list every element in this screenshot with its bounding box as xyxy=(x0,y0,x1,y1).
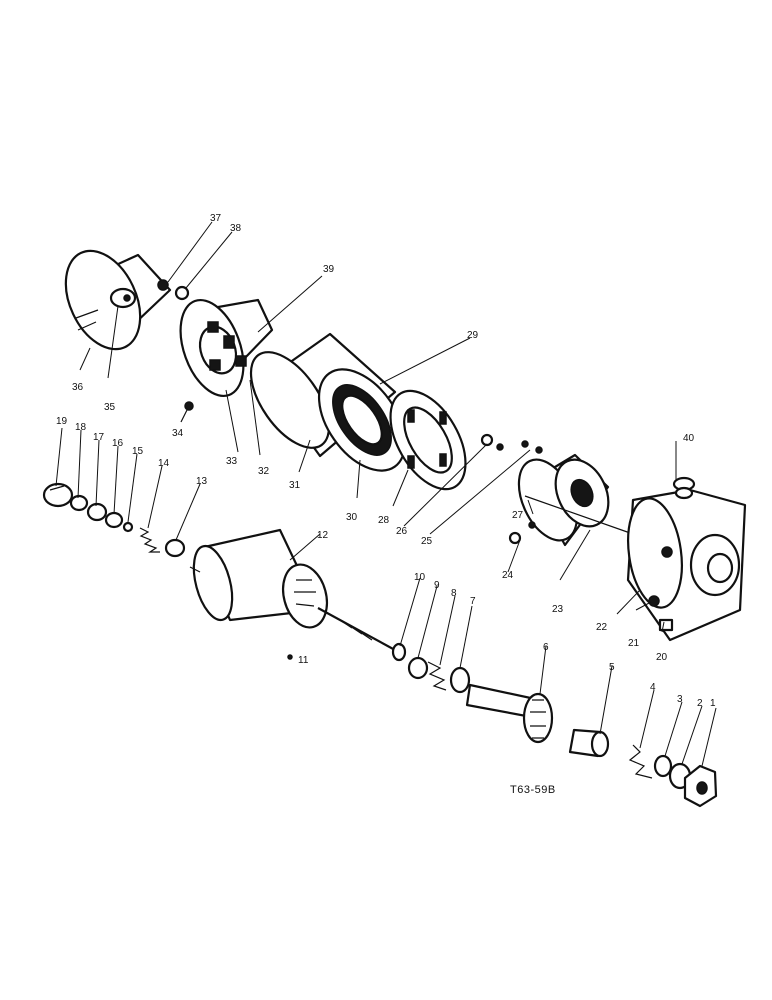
part-1-nut xyxy=(683,764,718,808)
part-9-washer xyxy=(407,656,429,680)
part-13-washer xyxy=(164,538,186,558)
callout-7: 7 xyxy=(470,596,476,607)
part-12-armature xyxy=(189,528,396,651)
callout-13: 13 xyxy=(196,476,208,487)
part-37-screw xyxy=(157,279,169,291)
part-20-nut xyxy=(658,618,674,632)
callout-18: 18 xyxy=(75,422,87,433)
callout-14: 14 xyxy=(158,458,170,469)
callout-37: 37 xyxy=(210,213,222,224)
callout-26: 26 xyxy=(396,526,408,537)
callout-16: 16 xyxy=(112,438,124,449)
callout-38: 38 xyxy=(230,223,242,234)
callout-30: 30 xyxy=(346,512,358,523)
callout-29: 29 xyxy=(467,330,479,341)
part-10-washer xyxy=(391,642,407,662)
part-8-spring xyxy=(427,661,447,691)
part-6-drive-pinion xyxy=(465,683,554,744)
figure-code: T63-59B xyxy=(510,784,556,796)
part-26-screw xyxy=(480,433,504,451)
part-18-washer xyxy=(69,494,89,512)
part-24-screw xyxy=(508,521,536,545)
callout-9: 9 xyxy=(434,580,440,591)
callout-28: 28 xyxy=(378,515,390,526)
callout-27: 27 xyxy=(512,510,524,521)
part-4-spring xyxy=(628,744,653,779)
part-7-sleeve xyxy=(449,666,471,694)
callout-3: 3 xyxy=(677,694,683,705)
callout-40: 40 xyxy=(683,433,695,444)
callout-22: 22 xyxy=(596,622,608,633)
callout-23: 23 xyxy=(552,604,564,615)
callout-labels: 1 2 3 4 5 6 7 8 9 10 11 12 13 14 15 16 1… xyxy=(56,213,716,709)
part-16-washer xyxy=(104,511,124,529)
part-17-washer xyxy=(86,502,108,522)
callout-35: 35 xyxy=(104,402,116,413)
callout-24: 24 xyxy=(502,570,514,581)
part-40-plug xyxy=(672,476,696,500)
leader-lines xyxy=(55,221,717,767)
callout-5: 5 xyxy=(609,662,615,673)
callout-15: 15 xyxy=(132,446,144,457)
callout-25: 25 xyxy=(421,536,433,547)
callout-20: 20 xyxy=(656,652,668,663)
part-38-washer xyxy=(174,285,190,301)
part-15-ball xyxy=(122,521,134,533)
part-19-cap xyxy=(42,482,74,508)
part-3-washer xyxy=(653,754,673,778)
part-21-fitting xyxy=(648,595,660,607)
callout-11: 11 xyxy=(298,655,309,666)
callout-36: 36 xyxy=(72,382,84,393)
part-33-brush-plate xyxy=(179,298,274,398)
callout-10: 10 xyxy=(414,572,426,583)
part-25-washer xyxy=(521,440,543,454)
callout-33: 33 xyxy=(226,456,238,467)
callout-4: 4 xyxy=(650,682,656,693)
callout-32: 32 xyxy=(258,466,270,477)
part-5-bushing xyxy=(568,728,610,758)
part-14-spring xyxy=(139,527,160,553)
part-28-field-coil xyxy=(389,389,467,491)
part-11-ball xyxy=(287,654,293,660)
callout-17: 17 xyxy=(93,432,105,443)
callout-12: 12 xyxy=(317,530,329,541)
callout-21: 21 xyxy=(628,638,640,649)
part-23-housing xyxy=(517,453,610,547)
callout-1: 1 xyxy=(710,698,716,709)
callout-2: 2 xyxy=(697,698,703,709)
part-34-screw xyxy=(180,401,194,423)
callout-34: 34 xyxy=(172,428,184,439)
part-31-field-frame xyxy=(249,332,407,472)
callout-31: 31 xyxy=(289,480,301,491)
part-35-bushing xyxy=(109,287,137,309)
callout-19: 19 xyxy=(56,416,68,427)
part-22-drive-housing xyxy=(626,488,747,642)
callout-6: 6 xyxy=(543,642,549,653)
callout-39: 39 xyxy=(323,264,335,275)
callout-8: 8 xyxy=(451,588,457,599)
